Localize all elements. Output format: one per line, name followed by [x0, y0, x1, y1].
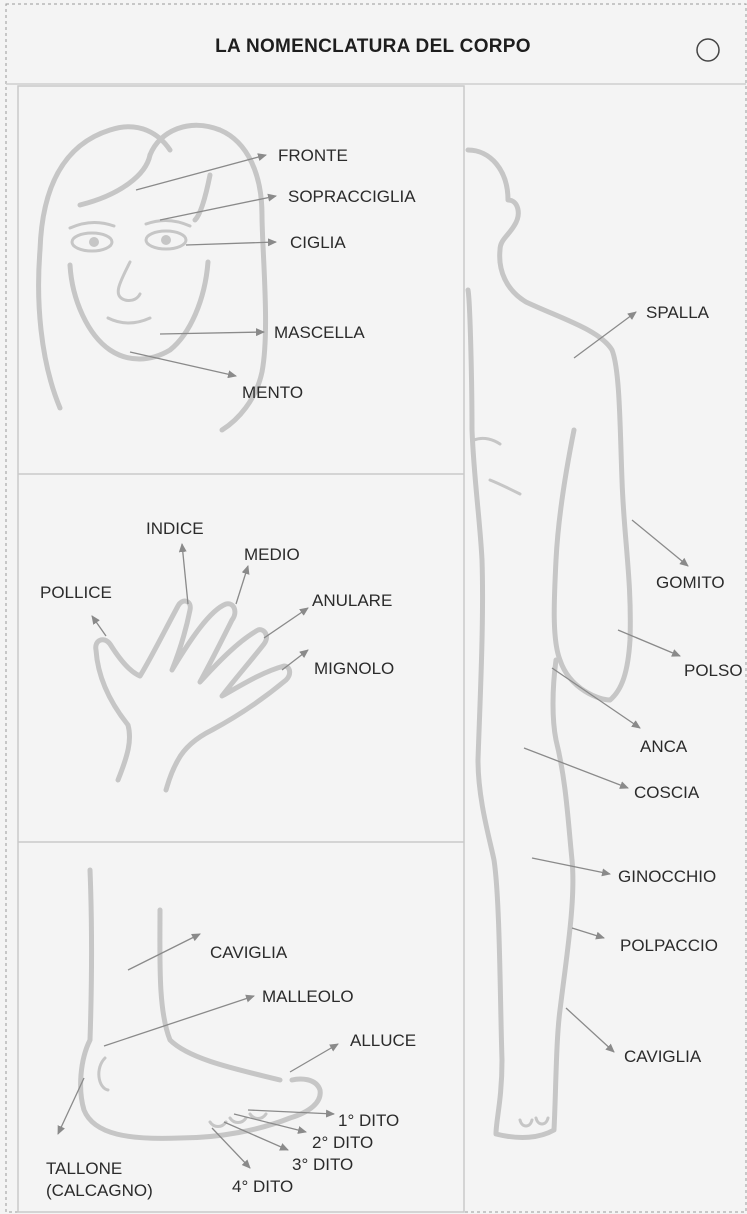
label-dito-1: 1° DITO: [338, 1111, 399, 1130]
label-ciglia: CIGLIA: [290, 233, 346, 252]
label-gomito: GOMITO: [656, 573, 725, 592]
foot-arrows: [58, 934, 338, 1168]
label-fronte: FRONTE: [278, 146, 348, 165]
label-tallone: TALLONE: [46, 1159, 122, 1178]
label-anulare: ANULARE: [312, 591, 392, 610]
label-ginocchio: GINOCCHIO: [618, 867, 716, 886]
label-dito-3: 3° DITO: [292, 1155, 353, 1174]
body-illustration: [468, 150, 630, 1137]
label-dito-4: 4° DITO: [232, 1177, 293, 1196]
label-spalla: SPALLA: [646, 303, 710, 322]
label-calcagno: (CALCAGNO): [46, 1181, 153, 1200]
label-dito-2: 2° DITO: [312, 1133, 373, 1152]
label-polpaccio: POLPACCIO: [620, 936, 718, 955]
label-indice: INDICE: [146, 519, 204, 538]
label-medio: MEDIO: [244, 545, 300, 564]
label-malleolo: MALLEOLO: [262, 987, 354, 1006]
label-mignolo: MIGNOLO: [314, 659, 394, 678]
face-arrows: [130, 155, 276, 376]
hand-illustration: [96, 601, 290, 790]
label-mascella: MASCELLA: [274, 323, 365, 342]
label-sopracciglia: SOPRACCIGLIA: [288, 187, 416, 206]
label-caviglia-body: CAVIGLIA: [624, 1047, 702, 1066]
label-coscia: COSCIA: [634, 783, 700, 802]
label-caviglia-foot: CAVIGLIA: [210, 943, 288, 962]
page-title: LA NOMENCLATURA DEL CORPO: [215, 36, 531, 57]
label-polso: POLSO: [684, 661, 743, 680]
hole-punch-circle-icon: [697, 39, 719, 61]
label-anca: ANCA: [640, 737, 688, 756]
label-alluce: ALLUCE: [350, 1031, 416, 1050]
face-illustration: [39, 125, 266, 430]
label-mento: MENTO: [242, 383, 303, 402]
label-pollice: POLLICE: [40, 583, 112, 602]
